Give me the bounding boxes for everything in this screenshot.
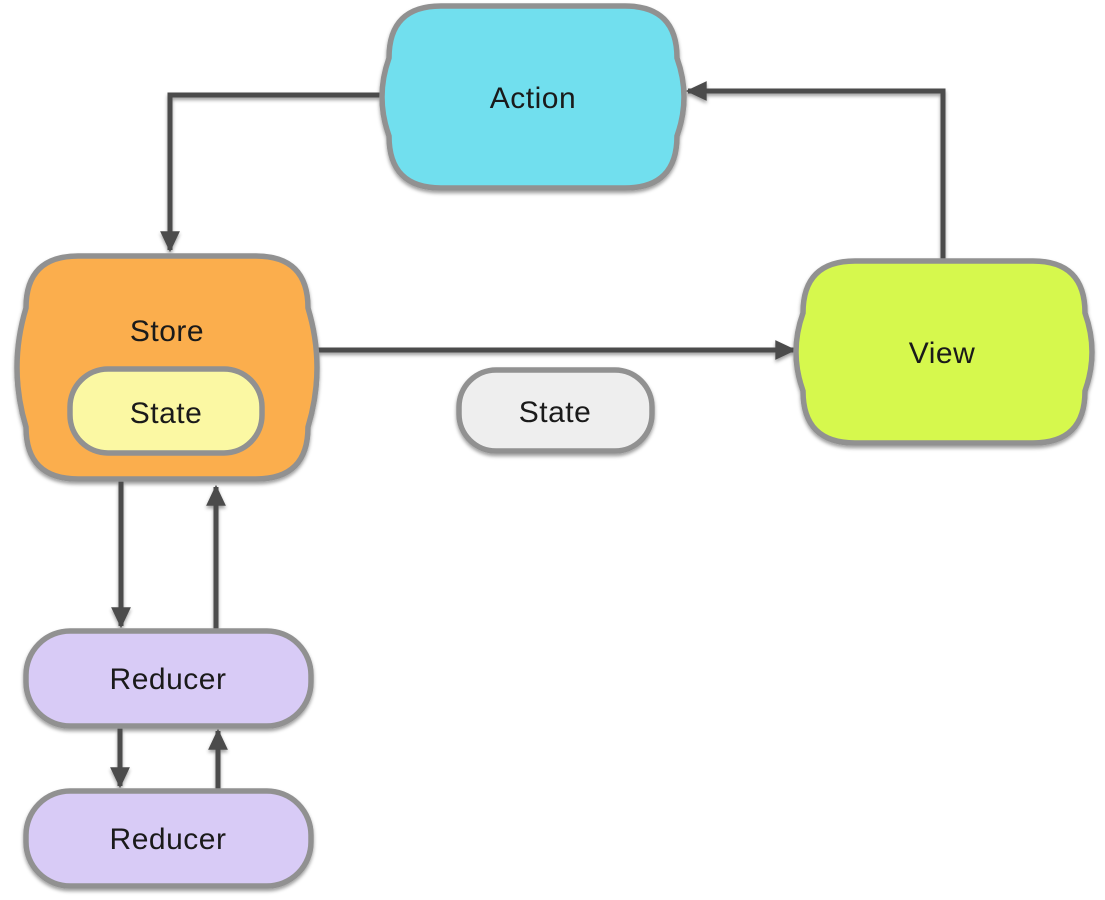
store-state-node — [67, 366, 265, 456]
view-node — [793, 258, 1095, 446]
reducer-top-label: Reducer — [110, 663, 227, 696]
store-label: Store — [130, 315, 204, 348]
state-label: State — [519, 396, 592, 429]
view-label: View — [909, 337, 975, 370]
store-state-label: State — [130, 397, 203, 430]
reducer-node-top — [23, 628, 314, 729]
reducer-bottom-label: Reducer — [110, 823, 227, 856]
reducer-node-bottom — [23, 788, 314, 889]
action-label: Action — [490, 82, 576, 115]
arrow-action-to-store — [160, 92, 388, 253]
action-node — [379, 3, 687, 191]
arrow-view-to-action — [685, 81, 946, 263]
state-node — [456, 367, 655, 454]
